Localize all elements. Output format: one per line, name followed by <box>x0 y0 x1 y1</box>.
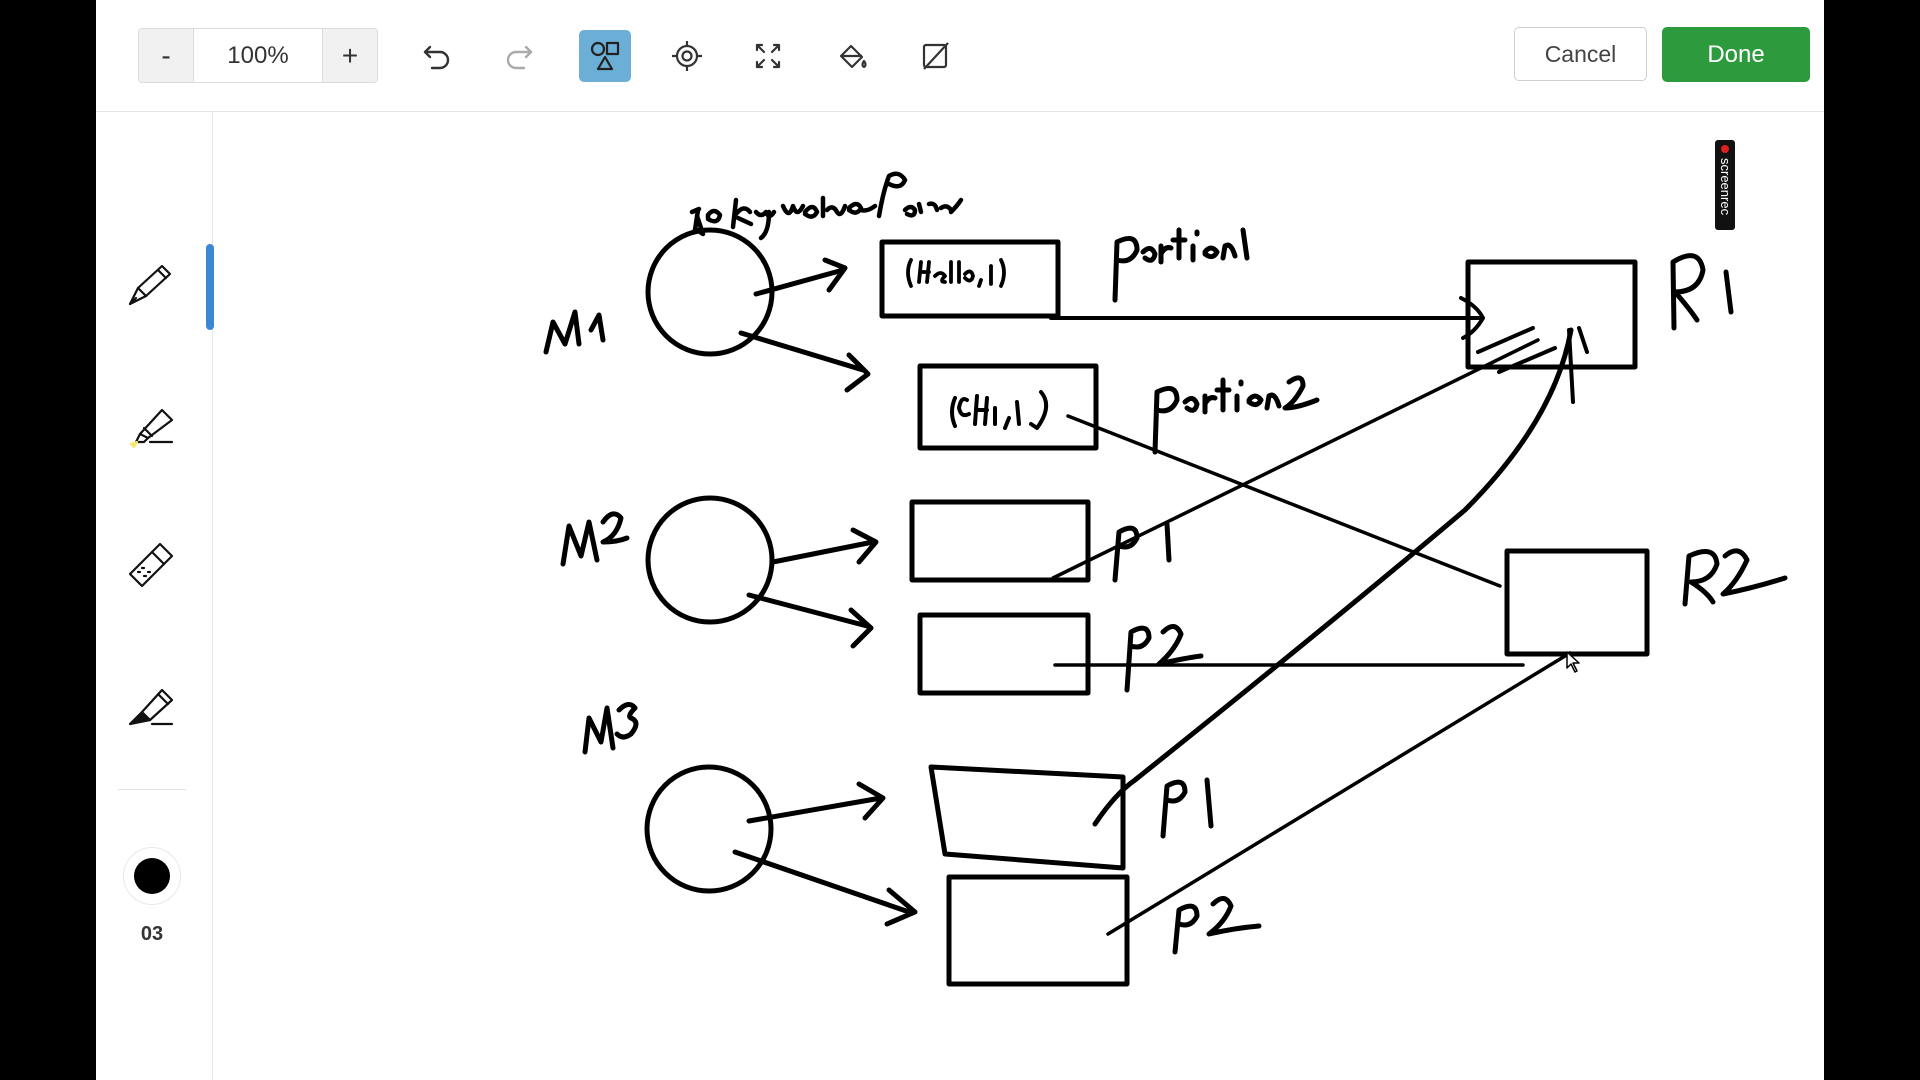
shapes-tool-button[interactable] <box>579 30 631 82</box>
M2-P2-label <box>1124 624 1204 693</box>
fill-button[interactable] <box>827 31 877 81</box>
undo-icon <box>423 45 450 70</box>
toolbar: - 100% + <box>96 0 1824 112</box>
highlighter-tool[interactable] <box>122 392 182 452</box>
eraser-tool[interactable] <box>122 532 182 592</box>
color-picker[interactable] <box>123 847 181 905</box>
record-dot-icon <box>1721 145 1729 153</box>
pen-icon <box>128 264 172 306</box>
M3-arrow-2 <box>732 849 918 927</box>
M3-P2-label <box>1172 896 1262 955</box>
partition1-label <box>1112 227 1250 303</box>
stroke-size-label: 03 <box>140 923 164 945</box>
fill-bucket-icon <box>839 44 867 69</box>
clear-canvas-button[interactable] <box>911 31 961 81</box>
reducer-R1-box <box>1465 259 1638 370</box>
M1-label <box>543 309 606 355</box>
M1-partition1-box <box>879 239 1061 319</box>
pen-sidebar: 03 <box>96 112 214 1080</box>
done-button[interactable]: Done <box>1662 27 1810 82</box>
handwritten-drawing <box>543 171 1788 987</box>
zoom-out-button[interactable]: - <box>139 29 193 82</box>
R1-arrowheads <box>1476 326 1589 404</box>
target-icon <box>672 41 702 71</box>
shapes-icon <box>590 41 620 71</box>
M1-arrow-1 <box>753 257 848 297</box>
screenrec-label: screenrec <box>1718 158 1733 216</box>
M1-partition2-box <box>917 363 1099 451</box>
M2-arrow-1 <box>770 527 879 565</box>
link-partition1-R1 <box>1049 296 1485 340</box>
M3-P1-label <box>1160 777 1214 839</box>
drawing-canvas[interactable] <box>213 112 1824 1080</box>
cancel-button[interactable]: Cancel <box>1514 27 1647 81</box>
M2-arrow-2 <box>746 592 874 649</box>
zoom-control: - 100% + <box>138 28 378 83</box>
M3-P2-box <box>946 874 1130 987</box>
fit-screen-button[interactable] <box>743 31 793 81</box>
redo-icon <box>506 45 533 70</box>
M2-P2-box <box>917 612 1091 696</box>
R1-label <box>1670 253 1734 331</box>
M3-P1-box <box>928 764 1126 871</box>
eraser-icon <box>128 542 174 588</box>
reducer-R2-box <box>1504 548 1650 657</box>
fit-screen-icon <box>755 43 781 69</box>
whiteboard-editor: - 100% + <box>96 0 1824 1080</box>
pen-tool[interactable] <box>122 252 182 312</box>
undo-button[interactable] <box>412 31 462 81</box>
link-M2P1-R1 <box>1051 338 1540 580</box>
marker-tool[interactable] <box>122 672 182 732</box>
highlighter-icon <box>129 408 174 449</box>
M1-arrow-2 <box>738 330 871 393</box>
screenrec-badge: screenrec <box>1715 140 1735 230</box>
mapper-M2-node <box>645 495 775 625</box>
link-M3P1-R1 <box>1092 327 1574 827</box>
zoom-in-button[interactable]: + <box>323 29 377 82</box>
clear-icon <box>922 42 949 70</box>
R2-label <box>1682 548 1788 607</box>
mapper-M3-node <box>644 764 774 894</box>
redo-button[interactable] <box>494 31 544 81</box>
M3-label <box>582 702 639 755</box>
link-partition2-R2 <box>1066 414 1502 588</box>
current-color-swatch <box>134 858 170 894</box>
partition2-label <box>1152 375 1320 455</box>
M3-arrow-1 <box>746 781 886 824</box>
hi-pair-text <box>950 390 1049 430</box>
active-pen-indicator <box>206 244 214 330</box>
mouse-cursor <box>1566 651 1580 673</box>
marker-icon <box>128 688 174 726</box>
M2-label <box>560 511 630 567</box>
link-M3P2-R2 <box>1106 651 1572 936</box>
hello-pair-text <box>906 258 1006 288</box>
laser-pointer-button[interactable] <box>662 31 712 81</box>
heading-scribble <box>689 171 964 241</box>
sidebar-divider <box>118 789 186 790</box>
M2-P1-box <box>909 499 1091 583</box>
zoom-level: 100% <box>193 29 323 82</box>
